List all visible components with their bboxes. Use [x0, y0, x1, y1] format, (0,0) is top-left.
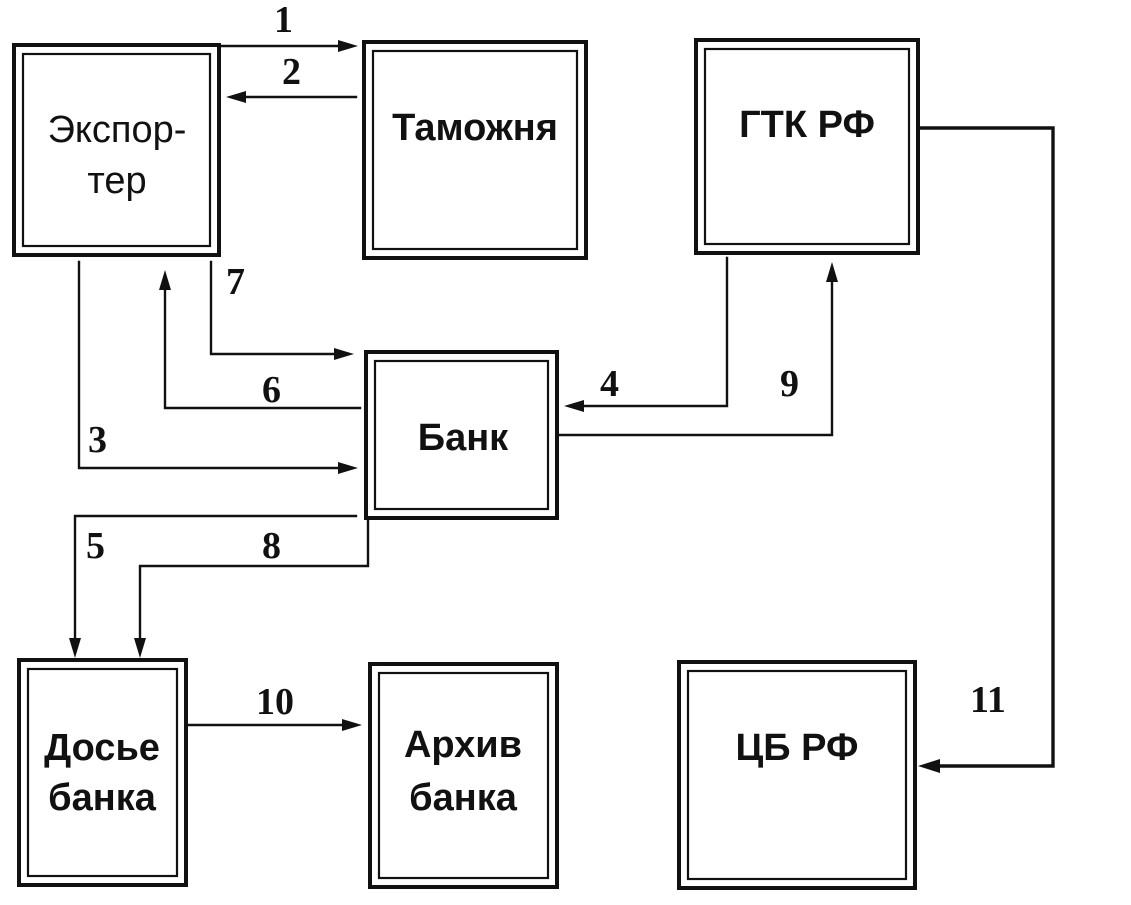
node-exporter-label-2: тер [87, 160, 146, 202]
edge-7: 7 [209, 260, 354, 360]
edge-7-label: 7 [226, 261, 245, 303]
node-bank-label: Банк [418, 417, 509, 459]
edge-1: 1 [220, 0, 358, 52]
edge-10: 10 [187, 681, 362, 731]
edge-11: 11 [918, 126, 1055, 773]
edge-2: 2 [226, 51, 358, 103]
edge-6-label: 6 [262, 369, 281, 411]
node-dossier-label-2: банка [48, 777, 157, 819]
node-archive: Архив банка [368, 662, 559, 889]
node-archive-label-2: банка [409, 777, 518, 819]
node-cb-label: ЦБ РФ [736, 727, 859, 769]
edge-4-label: 4 [600, 363, 619, 405]
edge-11-label: 11 [970, 679, 1006, 721]
node-customs-label: Таможня [392, 107, 558, 149]
node-exporter-label-1: Экспор- [48, 109, 187, 151]
node-cb: ЦБ РФ [677, 660, 917, 890]
edge-8-label: 8 [262, 525, 281, 567]
edge-10-label: 10 [256, 681, 294, 723]
node-dossier-label-1: Досье [44, 727, 160, 769]
node-dossier: Досье банка [17, 658, 188, 887]
edge-6: 6 [159, 270, 362, 411]
edge-5: 5 [69, 514, 358, 658]
edge-2-label: 2 [282, 51, 301, 93]
node-bank: Банк [364, 350, 559, 520]
node-gtk-label: ГТК РФ [739, 104, 875, 146]
edge-9: 9 [558, 262, 838, 437]
edge-4: 4 [564, 256, 729, 412]
edge-9-label: 9 [780, 363, 799, 405]
node-customs: Таможня [362, 40, 588, 260]
edge-5-label: 5 [86, 525, 105, 567]
node-gtk: ГТК РФ [694, 38, 920, 255]
edge-3-label: 3 [88, 419, 107, 461]
node-exporter: Экспор- тер [12, 43, 221, 257]
edge-1-label: 1 [274, 0, 293, 41]
edge-3: 3 [77, 260, 358, 474]
edge-8: 8 [134, 518, 370, 658]
node-archive-label-1: Архив [404, 724, 522, 766]
